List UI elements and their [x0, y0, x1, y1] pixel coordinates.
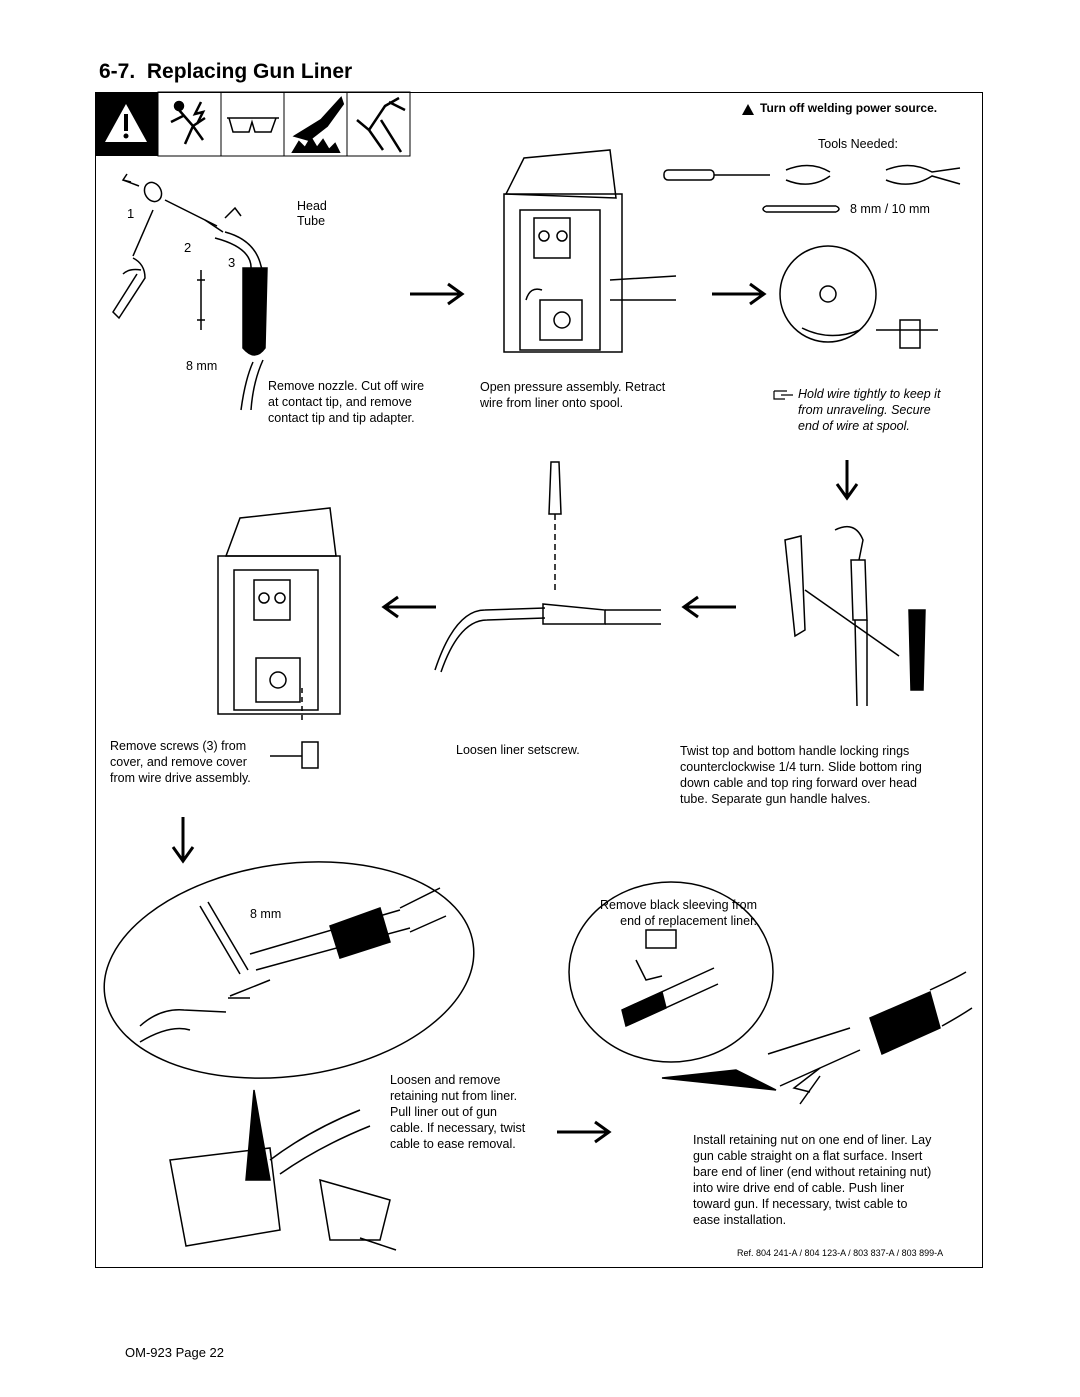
- callout-2: 2: [184, 240, 192, 255]
- step7-wrench-size: 8 mm: [250, 907, 282, 921]
- arrow-left-icon: [381, 595, 436, 619]
- section-heading: Replacing Gun Liner: [146, 60, 353, 83]
- step7-remove-nut-illustration: [169, 1089, 397, 1251]
- arrow-down-icon: [171, 817, 195, 864]
- section-number: 6-7.: [99, 60, 136, 83]
- step2-wire-drive-illustration: [503, 149, 677, 353]
- callout-3: 3: [228, 255, 236, 270]
- section-title: 6-7. Replacing Gun Liner: [99, 60, 352, 84]
- step4-handle-illustration: [784, 525, 926, 707]
- step8-install-illustration: [767, 971, 973, 1105]
- step4-caption: Twist top and bottom handle locking ring…: [680, 744, 922, 806]
- step3-spool-illustration: [779, 245, 938, 349]
- arrow-right-icon: [557, 1120, 612, 1144]
- step5-setscrew-illustration: [434, 461, 661, 673]
- step5-caption: Loosen liner setscrew.: [456, 743, 580, 757]
- warning-triangle-icon: [742, 104, 754, 115]
- arrow-right-icon: [410, 282, 465, 306]
- step1-gun-illustration: [112, 173, 268, 411]
- procedure-frame: [95, 92, 983, 1268]
- page-footer: OM-923 Page 22: [125, 1345, 225, 1360]
- head-label: Head: [297, 199, 327, 213]
- pointing-hand-icon: [773, 390, 793, 400]
- tools-heading: Tools Needed:: [818, 137, 898, 151]
- safety-symbols: [95, 91, 411, 157]
- reference-numbers: Ref. 804 241-A / 804 123-A / 803 837-A /…: [737, 1248, 944, 1258]
- screw-icon: [270, 741, 319, 769]
- arrow-left-icon: [681, 595, 736, 619]
- arrow-right-icon: [712, 282, 767, 306]
- step7-detail-oval: [103, 861, 475, 1079]
- arrow-down-icon: [835, 460, 859, 501]
- tube-label: Tube: [297, 214, 326, 228]
- step8-caption: Install retaining nut on one end of line…: [693, 1133, 932, 1227]
- tools-icons: [663, 164, 961, 213]
- step1-wrench-size: 8 mm: [186, 359, 218, 373]
- warning-text: Turn off welding power source.: [760, 101, 938, 115]
- callout-1: 1: [127, 206, 135, 221]
- step8-sleeving-illustration: [568, 881, 777, 1091]
- step6-cover-illustration: [217, 507, 341, 720]
- tools-wrench-size: 8 mm / 10 mm: [850, 202, 930, 216]
